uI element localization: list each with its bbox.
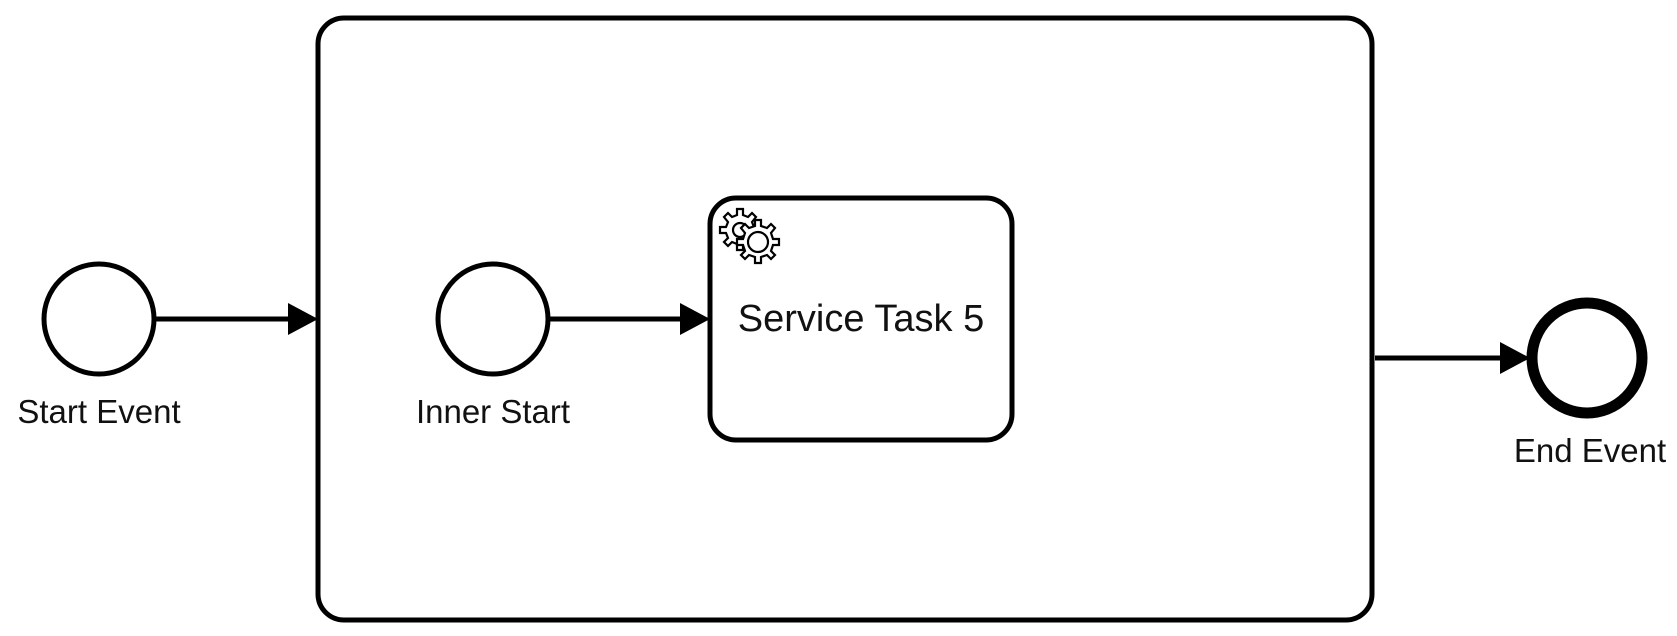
start-event-label: Start Event	[17, 393, 180, 430]
arrowhead-icon	[1500, 342, 1530, 374]
end-event-circle[interactable]	[1526, 297, 1648, 419]
arrowhead-icon	[288, 303, 318, 335]
inner-start-label: Inner Start	[416, 393, 570, 430]
end-event-label: End Event	[1514, 432, 1666, 469]
start-event-circle[interactable]	[41, 261, 157, 377]
gears-icon	[718, 207, 781, 265]
service-task-box[interactable]	[707, 195, 1015, 443]
service-task-label: Service Task 5	[738, 298, 984, 340]
inner-start-event-circle[interactable]	[435, 261, 551, 377]
arrowhead-icon	[680, 303, 710, 335]
